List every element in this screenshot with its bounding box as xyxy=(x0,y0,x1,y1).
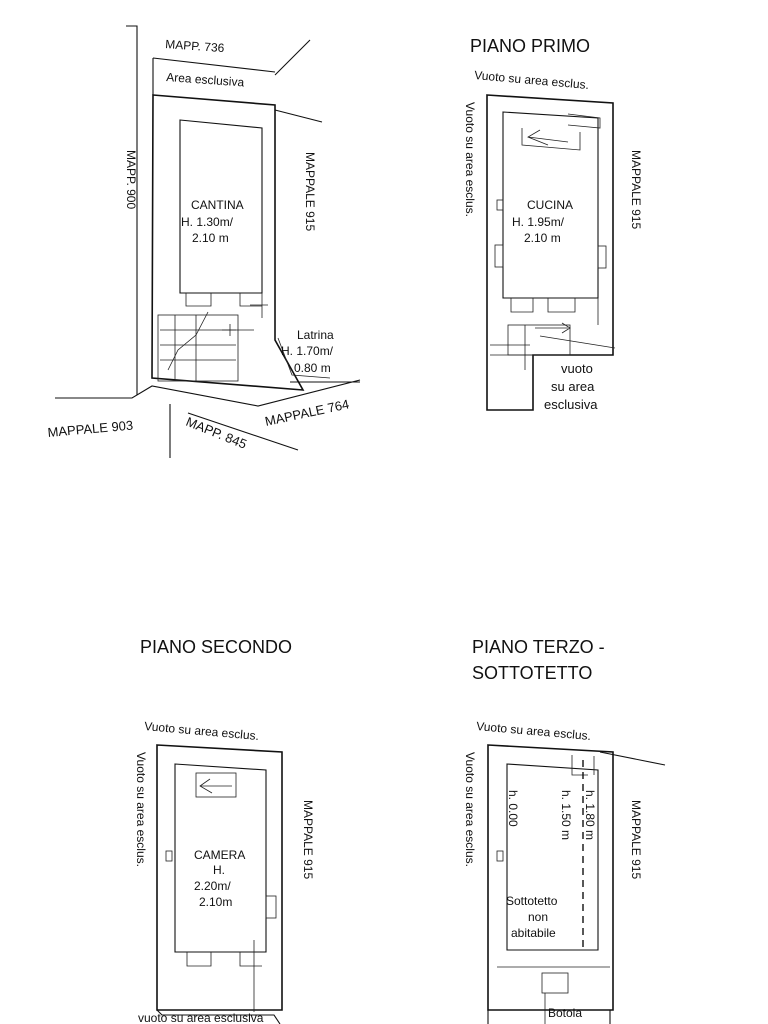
lot-line-right xyxy=(274,109,323,123)
label-vuoto-3: esclusiva xyxy=(544,397,598,412)
corner-line xyxy=(571,755,588,776)
window xyxy=(597,245,607,269)
label-camera: CAMERA xyxy=(194,848,245,862)
lot-line-top-right xyxy=(274,39,311,76)
title-piano-primo: PIANO PRIMO xyxy=(470,36,590,56)
label-h-000: h. 0.00 xyxy=(506,790,520,827)
ground-floor-plan: MAPP. 736 Area esclusiva MAPP. 900 MAPPA… xyxy=(47,25,361,458)
lot-line-right xyxy=(599,751,666,766)
stairs-lower xyxy=(507,324,571,356)
label-vuoto-left: Vuoto su area esclus. xyxy=(463,752,477,867)
first-floor-plan: PIANO PRIMO Vuoto su area esclus. Vuoto … xyxy=(463,36,643,412)
label-mapp-845: MAPP. 845 xyxy=(184,414,249,452)
label-h-150: h. 1.50 m xyxy=(559,790,573,840)
outline-bottom xyxy=(156,1009,281,1024)
label-latrina-height-1: H. 1.70m/ xyxy=(281,344,334,358)
opening xyxy=(185,293,212,307)
window xyxy=(265,895,277,919)
label-cucina: CUCINA xyxy=(527,198,573,212)
lot-line-bottom xyxy=(55,379,361,407)
opening xyxy=(510,298,534,313)
label-vuoto-top: Vuoto su area esclus. xyxy=(476,719,592,743)
label-vuoto-left: Vuoto su area esclus. xyxy=(134,752,148,867)
stair-arrow-head xyxy=(561,322,571,334)
label-mapp-900: MAPP. 900 xyxy=(124,150,138,209)
stair-arrow-shaft xyxy=(527,136,569,143)
building-outline xyxy=(156,744,283,1011)
label-vuoto-left: Vuoto su area esclus. xyxy=(463,102,477,217)
stairs xyxy=(157,314,239,382)
hatch xyxy=(195,772,237,798)
building-outline xyxy=(151,94,305,391)
third-floor-plan: PIANO TERZO - SOTTOTETTO Vuoto su area e… xyxy=(463,637,666,1024)
opening xyxy=(186,952,212,967)
opening xyxy=(239,293,262,307)
label-mappale-915: MAPPALE 915 xyxy=(629,150,643,229)
stairs-edge xyxy=(567,113,601,129)
lot-line-845b xyxy=(187,412,299,451)
label-latrina-height-2: 0.80 m xyxy=(294,361,331,375)
label-mappale-915: MAPPALE 915 xyxy=(303,152,317,231)
label-mapp-736: MAPP. 736 xyxy=(165,37,225,55)
window-mark xyxy=(496,850,504,862)
stair-arrow xyxy=(167,311,209,371)
label-sottotetto-3: abitabile xyxy=(511,926,556,940)
opening xyxy=(547,298,576,313)
label-camera-h: H. xyxy=(213,863,225,877)
building-outline xyxy=(487,744,614,1011)
window-mark xyxy=(165,850,173,862)
label-sottotetto-1: Sottotetto xyxy=(506,894,558,908)
label-vuoto-bottom: vuoto su area esclusiva xyxy=(138,1011,264,1024)
label-cantina-height-2: 2.10 m xyxy=(192,231,229,245)
window-mark xyxy=(496,199,504,211)
label-latrina: Latrina xyxy=(297,328,334,342)
title-piano-terzo: PIANO TERZO - xyxy=(472,637,605,657)
diagonal xyxy=(539,335,616,349)
title-sottotetto: SOTTOTETTO xyxy=(472,663,592,683)
building-outline xyxy=(486,94,614,411)
botola-hatch xyxy=(541,972,569,994)
label-camera-height-1: 2.20m/ xyxy=(194,879,231,893)
second-floor-plan: PIANO SECONDO Vuoto su area esclus. Vuot… xyxy=(134,637,315,1024)
label-cucina-height-2: 2.10 m xyxy=(524,231,561,245)
label-sottotetto-2: non xyxy=(528,910,548,924)
latrina-leader xyxy=(277,337,331,379)
title-piano-secondo: PIANO SECONDO xyxy=(140,637,292,657)
label-mappale-915: MAPPALE 915 xyxy=(629,800,643,879)
camera-room xyxy=(174,763,267,953)
label-vuoto-top: Vuoto su area esclus. xyxy=(474,68,590,92)
opening xyxy=(239,952,262,967)
label-mappale-903: MAPPALE 903 xyxy=(47,418,134,440)
label-cantina: CANTINA xyxy=(191,198,244,212)
window xyxy=(494,244,504,268)
label-camera-height-2: 2.10m xyxy=(199,895,232,909)
label-cantina-height-1: H. 1.30m/ xyxy=(181,215,234,229)
label-cucina-height-1: H. 1.95m/ xyxy=(512,215,565,229)
label-h-180: h. 1.80 m xyxy=(583,790,597,840)
label-mappale-915: MAPPALE 915 xyxy=(301,800,315,879)
label-vuoto-2: su area xyxy=(551,379,595,394)
label-botola: Botola xyxy=(548,1006,582,1020)
sottotetto-room xyxy=(506,763,599,951)
label-vuoto-top: Vuoto su area esclus. xyxy=(144,719,260,743)
label-vuoto-1: vuoto xyxy=(561,361,593,376)
label-area-esclusiva: Area esclusiva xyxy=(166,70,245,89)
lot-line-top xyxy=(152,57,276,73)
stairs xyxy=(521,128,581,151)
lot-line-left xyxy=(126,25,138,395)
